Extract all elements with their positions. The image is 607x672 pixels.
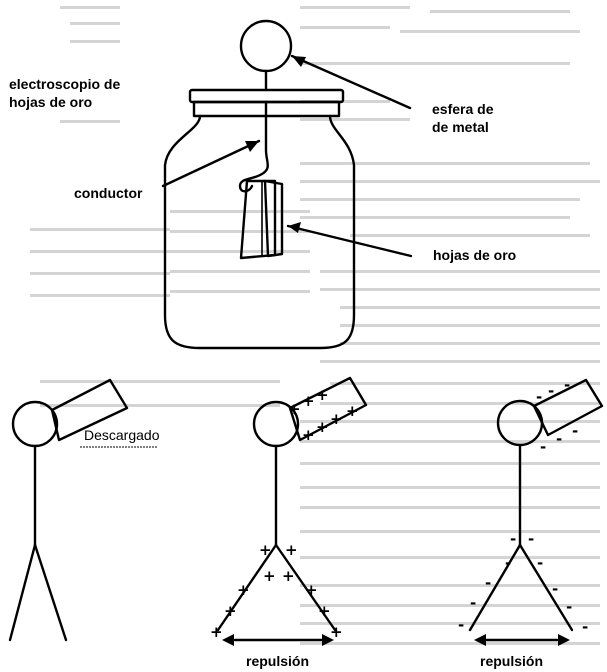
svg-text:-: -	[536, 388, 542, 406]
negative-leaf-left	[468, 543, 522, 632]
svg-text:+: +	[282, 567, 295, 585]
label-electroscope-line2: hojas de oro	[9, 94, 93, 110]
positive-rod	[288, 376, 368, 442]
label-discharged: Descargado	[84, 427, 160, 443]
annotation-arrows	[161, 54, 413, 258]
svg-text:+: +	[330, 623, 343, 641]
discharged-leaf-right	[33, 543, 68, 642]
gold-leaf-right	[263, 179, 284, 258]
svg-text:-: -	[564, 376, 570, 394]
svg-text:-: -	[566, 598, 572, 616]
discharged-sphere	[11, 400, 59, 448]
label-conductor: conductor	[74, 185, 143, 201]
svg-text:-: -	[572, 422, 578, 440]
arrow-gold-leaves	[286, 224, 413, 258]
conductor-rod	[238, 100, 269, 193]
svg-text:-: -	[556, 430, 562, 448]
label-repulsion-positive: repulsión	[246, 653, 310, 669]
positive-leaf-left	[216, 543, 278, 632]
svg-text:-: -	[470, 594, 476, 612]
svg-text:-: -	[552, 580, 558, 598]
negative-rod	[532, 378, 604, 437]
negative-leaf-right	[518, 543, 574, 632]
label-sphere-line2: de metal	[432, 119, 489, 135]
svg-text:-: -	[582, 618, 588, 636]
svg-text:-: -	[537, 554, 543, 572]
svg-text:+: +	[237, 581, 250, 599]
svg-text:+: +	[259, 541, 272, 559]
label-repulsion-negative: repulsión	[480, 653, 544, 669]
svg-text:+: +	[302, 426, 315, 444]
background-bleed-text	[30, 6, 600, 645]
label-electroscope-line1: electroscopio de	[9, 76, 121, 92]
discharged-leaf-left	[8, 543, 37, 642]
positive-leaf-right	[274, 543, 337, 632]
svg-text:-: -	[458, 616, 464, 634]
arrow-conductor	[161, 139, 261, 188]
svg-text:+: +	[302, 392, 315, 410]
electroscope-jar-figure	[163, 19, 356, 350]
svg-text:-: -	[510, 530, 516, 548]
svg-text:+: +	[224, 602, 237, 620]
svg-text:+: +	[210, 623, 223, 641]
arrow-sphere	[290, 54, 412, 110]
positive-charges: + + + + + + + + + + + + + + + + +	[210, 386, 359, 641]
gold-leaf-left	[239, 179, 277, 260]
electroscope-discharged	[8, 378, 129, 642]
svg-text:-: -	[540, 438, 546, 456]
label-sphere-line1: esfera de	[432, 101, 494, 117]
svg-text:+: +	[316, 386, 329, 404]
svg-text:+: +	[330, 410, 343, 428]
svg-text:-: -	[505, 554, 511, 572]
jar-body	[163, 114, 356, 350]
svg-text:-: -	[485, 574, 491, 592]
svg-text:+: +	[318, 602, 331, 620]
electroscope-negative: - - - - - - - - - - - - - - - -	[458, 376, 604, 646]
svg-text:+: +	[285, 541, 298, 559]
electroscope-positive: + + + + + + + + + + + + + + + + +	[210, 376, 368, 646]
svg-text:+: +	[346, 402, 359, 420]
svg-text:-: -	[528, 530, 534, 548]
label-gold-leaves: hojas de oro	[433, 247, 517, 263]
negative-charges: - - - - - - - - - - - - - - - -	[458, 376, 588, 636]
metal-sphere	[239, 19, 293, 73]
svg-text:+: +	[316, 418, 329, 436]
svg-text:+: +	[288, 400, 301, 418]
svg-text:-: -	[548, 382, 554, 400]
svg-text:+: +	[305, 581, 318, 599]
svg-text:+: +	[263, 567, 276, 585]
discharged-rod	[50, 378, 129, 442]
